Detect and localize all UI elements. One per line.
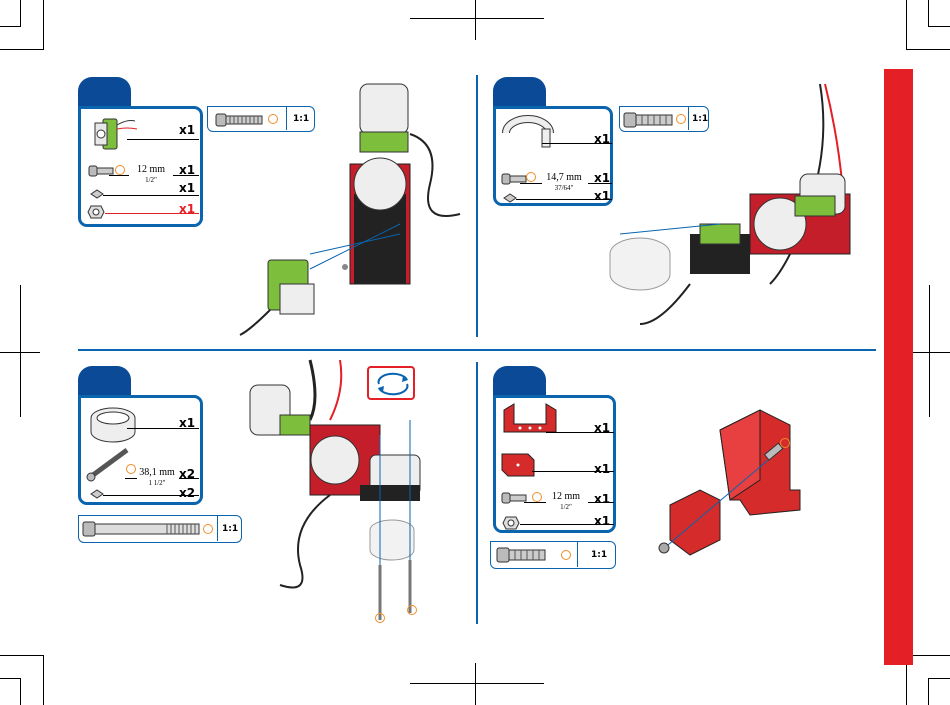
horizontal-divider [78, 349, 876, 351]
small-bracket-icon [500, 450, 536, 478]
screw-length: 14,7 mm [540, 173, 588, 183]
scale-box: 1:1 [78, 515, 242, 543]
part-qty: x1 [179, 123, 195, 137]
part-number-badge [561, 550, 571, 560]
part-number-badge [526, 172, 536, 182]
servo-horn-bracket-icon [502, 113, 554, 153]
part-qty: x2 [179, 467, 195, 481]
scale-separator [577, 542, 578, 567]
assembly-illustration [600, 74, 870, 344]
part-leader-line [127, 139, 199, 140]
screw-length: 12 mm [129, 165, 173, 175]
part-number-badge [407, 605, 417, 615]
assembly-illustration [650, 390, 830, 570]
part-leader-line [520, 183, 542, 184]
scale-box: 1:1 [490, 541, 616, 569]
part-number-badge [375, 613, 385, 623]
long-screw-icon [85, 446, 131, 482]
part-qty: x1 [594, 514, 610, 528]
washer-icon [89, 189, 105, 199]
part-number-badge [203, 524, 213, 534]
screw-icon [497, 547, 547, 563]
part-number-badge [115, 165, 125, 175]
parts-panel: x1 38,1 mm 1 1/2" x2 x2 [78, 395, 203, 505]
screw-length-inch: 1 1/2" [135, 479, 179, 487]
servo-motor-icon [91, 115, 141, 155]
page-edge-bar [884, 69, 913, 665]
scale-separator [217, 516, 218, 541]
parts-panel: x1 x1 12 mm 1/2" x1 x1 [493, 395, 616, 533]
part-qty: x1 [179, 202, 195, 216]
screw-length: 12 mm [544, 492, 588, 502]
part-leader-line [103, 195, 199, 196]
washer-icon [502, 193, 518, 203]
part-number-badge [532, 492, 542, 502]
part-qty: x1 [594, 462, 610, 476]
part-qty: x2 [179, 486, 195, 500]
screw-length-inch: 37/64" [540, 184, 588, 192]
parts-panel: x1 12 mm 1/2" x1 x1 x1 [78, 106, 203, 227]
assembly-illustration [230, 355, 470, 630]
ring-bracket-icon [87, 402, 139, 446]
part-qty: x1 [179, 416, 195, 430]
part-qty: x1 [179, 163, 195, 177]
nut-icon [502, 515, 520, 531]
part-qty: x1 [594, 421, 610, 435]
screw-length-inch: 1/2" [129, 176, 173, 184]
screw-length-inch: 1/2" [544, 503, 588, 511]
part-leader-line [109, 175, 129, 176]
part-qty: x1 [179, 181, 195, 195]
assembly-illustration [210, 74, 470, 344]
parts-panel: x1 14,7 mm 37/64" x1 x1 [493, 106, 613, 206]
part-number-badge [780, 438, 790, 448]
vertical-divider-top [476, 75, 478, 337]
vertical-divider-bottom [476, 362, 478, 624]
part-leader-line [524, 502, 546, 503]
part-qty: x1 [594, 492, 610, 506]
nut-icon [87, 204, 105, 220]
long-screw-icon [83, 521, 203, 537]
scale-label: 1:1 [591, 550, 607, 560]
screw-length: 38,1 mm [135, 468, 179, 478]
washer-icon [89, 489, 105, 499]
